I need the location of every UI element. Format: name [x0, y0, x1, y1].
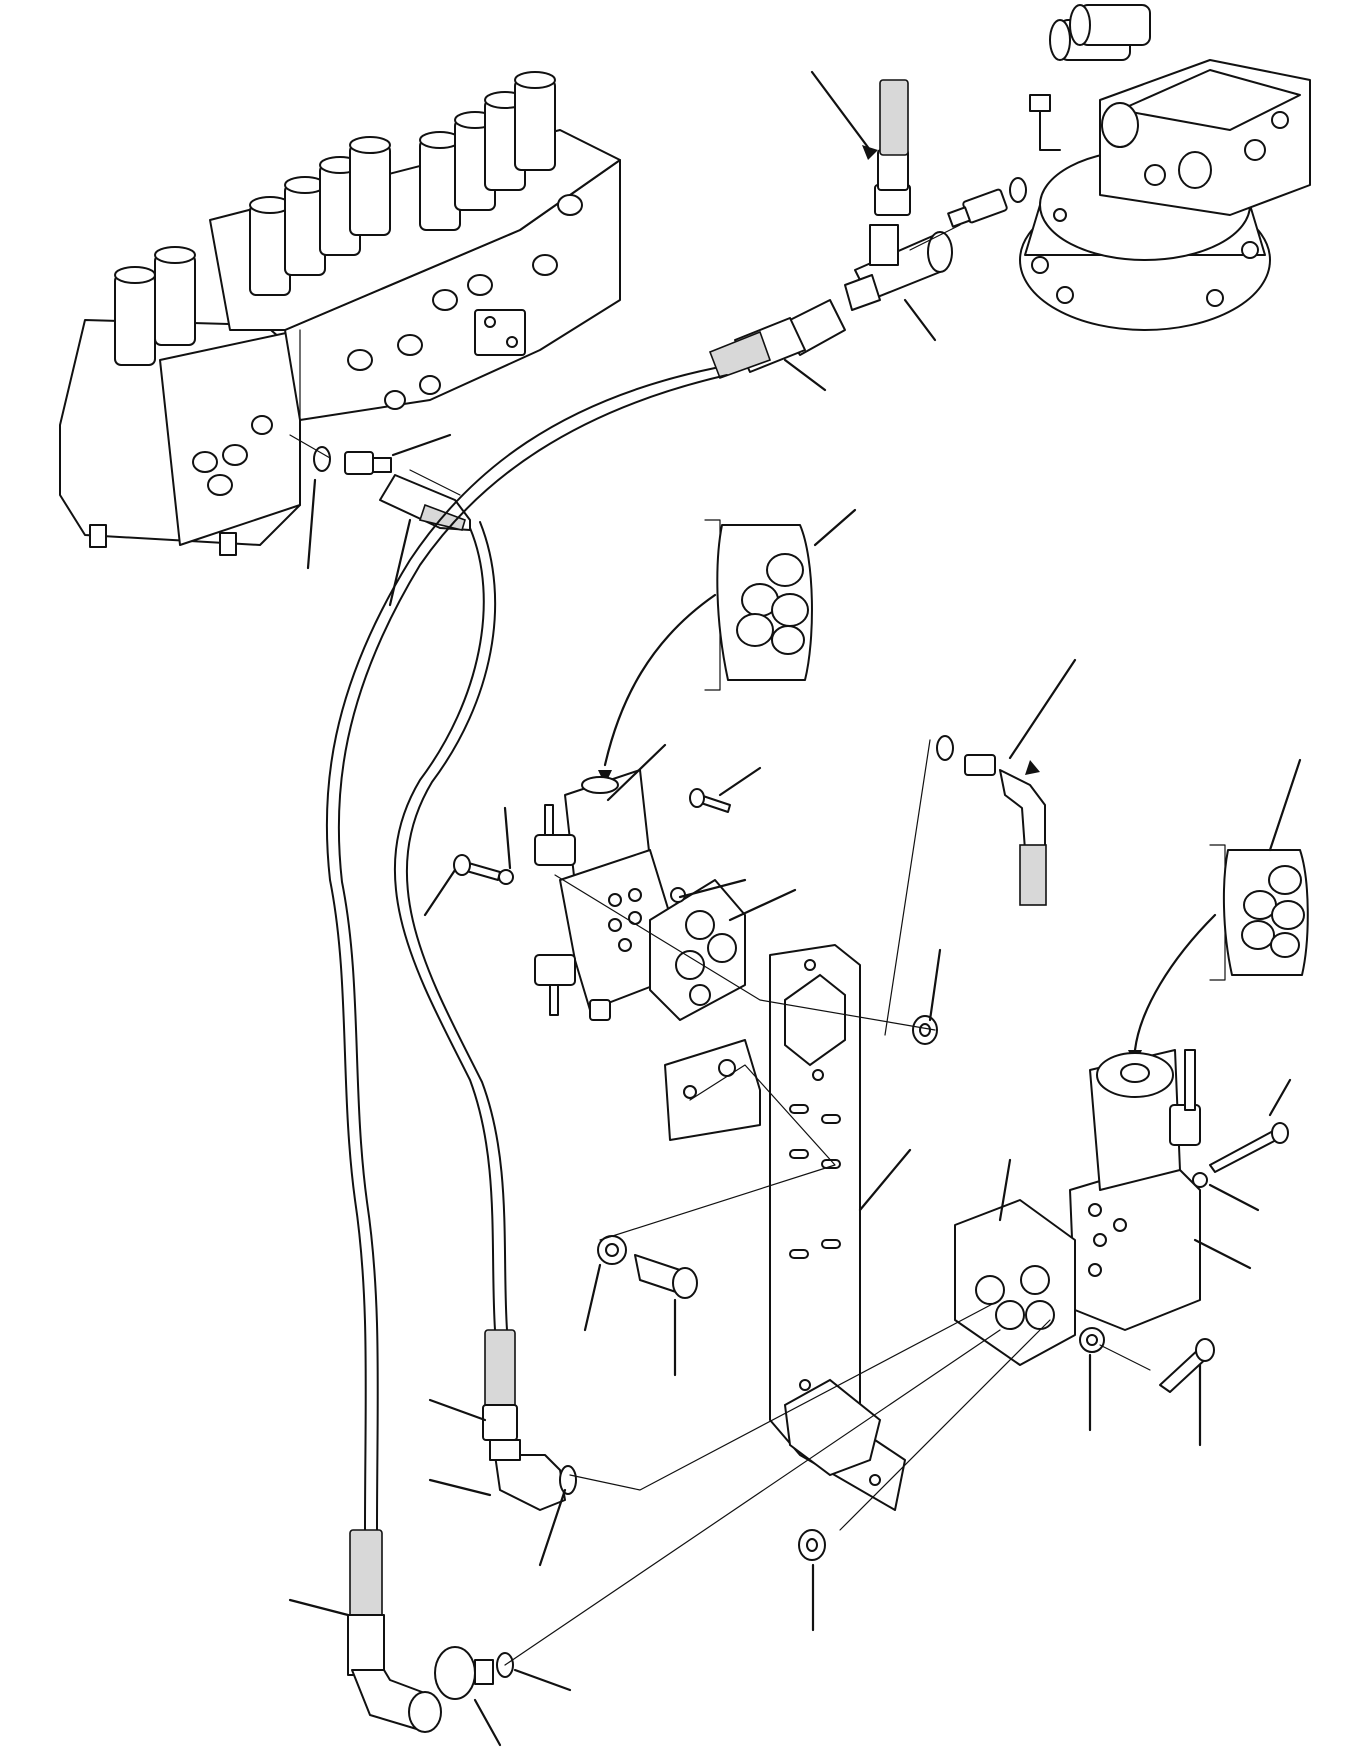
- solenoid-valve-icon[interactable]: [534, 769, 671, 1021]
- hydraulic-hose-icon[interactable]: [874, 79, 911, 216]
- tee-fitting-icon[interactable]: [844, 224, 953, 311]
- mounting-bracket-icon[interactable]: [769, 944, 906, 1511]
- control-valve-icon[interactable]: [59, 71, 621, 556]
- subplate-icon[interactable]: [649, 879, 746, 1021]
- adapter-fitting-icon[interactable]: [434, 1646, 514, 1700]
- nut-icon[interactable]: [798, 1529, 826, 1561]
- seal-kit-icon[interactable]: [1209, 844, 1309, 981]
- screw-icon[interactable]: [1209, 1122, 1289, 1173]
- screw-icon[interactable]: [634, 1254, 698, 1299]
- washer-icon: [670, 887, 686, 903]
- screw-icon[interactable]: [453, 854, 514, 885]
- seal-kit-icon[interactable]: [704, 519, 813, 691]
- arrow-icon: [1025, 760, 1040, 775]
- subplate-icon[interactable]: [954, 1199, 1076, 1366]
- hydraulic-hose-icon[interactable]: [347, 1529, 442, 1733]
- hydraulic-hose-icon[interactable]: [482, 1329, 518, 1441]
- hydraulic-hose-icon[interactable]: [708, 299, 846, 380]
- elbow-fitting-icon[interactable]: [489, 1439, 577, 1511]
- hydraulic-hose-icon[interactable]: [936, 735, 1047, 906]
- solenoid-valve-icon[interactable]: [1069, 1049, 1201, 1331]
- plate-icon: [664, 1039, 761, 1141]
- washer-icon[interactable]: [597, 1235, 627, 1265]
- hydraulic-hose-icon: [325, 367, 716, 1531]
- swing-motor-icon[interactable]: [1019, 4, 1311, 331]
- washer-icon: [1192, 1172, 1208, 1188]
- washer-icon[interactable]: [1079, 1327, 1105, 1353]
- adapter-fitting-icon[interactable]: [947, 177, 1027, 228]
- arrow-icon: [862, 145, 878, 160]
- screw-icon[interactable]: [689, 788, 731, 813]
- nut-icon[interactable]: [912, 1015, 938, 1045]
- leader-lines: [288, 70, 1302, 1747]
- screw-icon[interactable]: [1159, 1338, 1215, 1393]
